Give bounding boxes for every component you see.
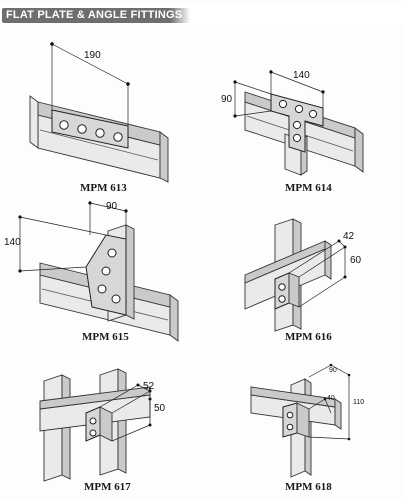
- mpm-614-dim-height: 90: [221, 94, 233, 105]
- mpm-617-drawing: [39, 368, 152, 482]
- mpm-614-dim-length: 140: [293, 70, 310, 81]
- mpm-617-code: MPM 617: [84, 481, 131, 493]
- mpm-618-dim-width: 90: [329, 367, 337, 374]
- mpm-613-dim-length: 190: [84, 50, 101, 61]
- mpm-618-drawing: [250, 363, 351, 478]
- mpm-615-code: MPM 615: [82, 331, 129, 343]
- mpm-616-drawing: [244, 218, 347, 332]
- mpm-616-dim-width: 42: [343, 231, 355, 242]
- mpm-615-dim-width: 90: [106, 201, 118, 212]
- banner-bar: [2, 8, 190, 23]
- mpm-614-drawing: [233, 70, 364, 176]
- section-title: FLAT PLATE & ANGLE FITTINGS: [6, 9, 183, 21]
- mpm-617-dim-height: 50: [154, 403, 166, 414]
- fitting-mpm-617: 52 50 MPM 617: [0, 355, 200, 500]
- mpm-615-drawing: [18, 201, 179, 342]
- mpm-613-drawing: [29, 42, 169, 183]
- section-banner: FLAT PLATE & ANGLE FITTINGS: [0, 4, 403, 24]
- mpm-618-dim-height: 110: [353, 399, 365, 406]
- mpm-618-dim-leg: 40: [327, 395, 335, 402]
- mpm-614-code: MPM 614: [285, 182, 332, 194]
- fitting-mpm-615: 90 140 MPM 615: [0, 195, 200, 350]
- fitting-mpm-618: 90 40 110 MPM 618: [205, 355, 403, 500]
- mpm-616-dim-height: 60: [350, 255, 362, 266]
- mpm-616-code: MPM 616: [285, 331, 332, 343]
- fitting-mpm-614: 140 90 MPM 614: [205, 30, 403, 195]
- mpm-615-dim-height: 140: [4, 237, 21, 248]
- mpm-613-code: MPM 613: [80, 182, 127, 194]
- fitting-mpm-616: 42 60 MPM 616: [205, 195, 403, 350]
- mpm-617-dim-width: 52: [143, 381, 155, 392]
- fitting-mpm-613: 190 MPM 613: [0, 30, 200, 195]
- mpm-618-code: MPM 618: [285, 481, 332, 493]
